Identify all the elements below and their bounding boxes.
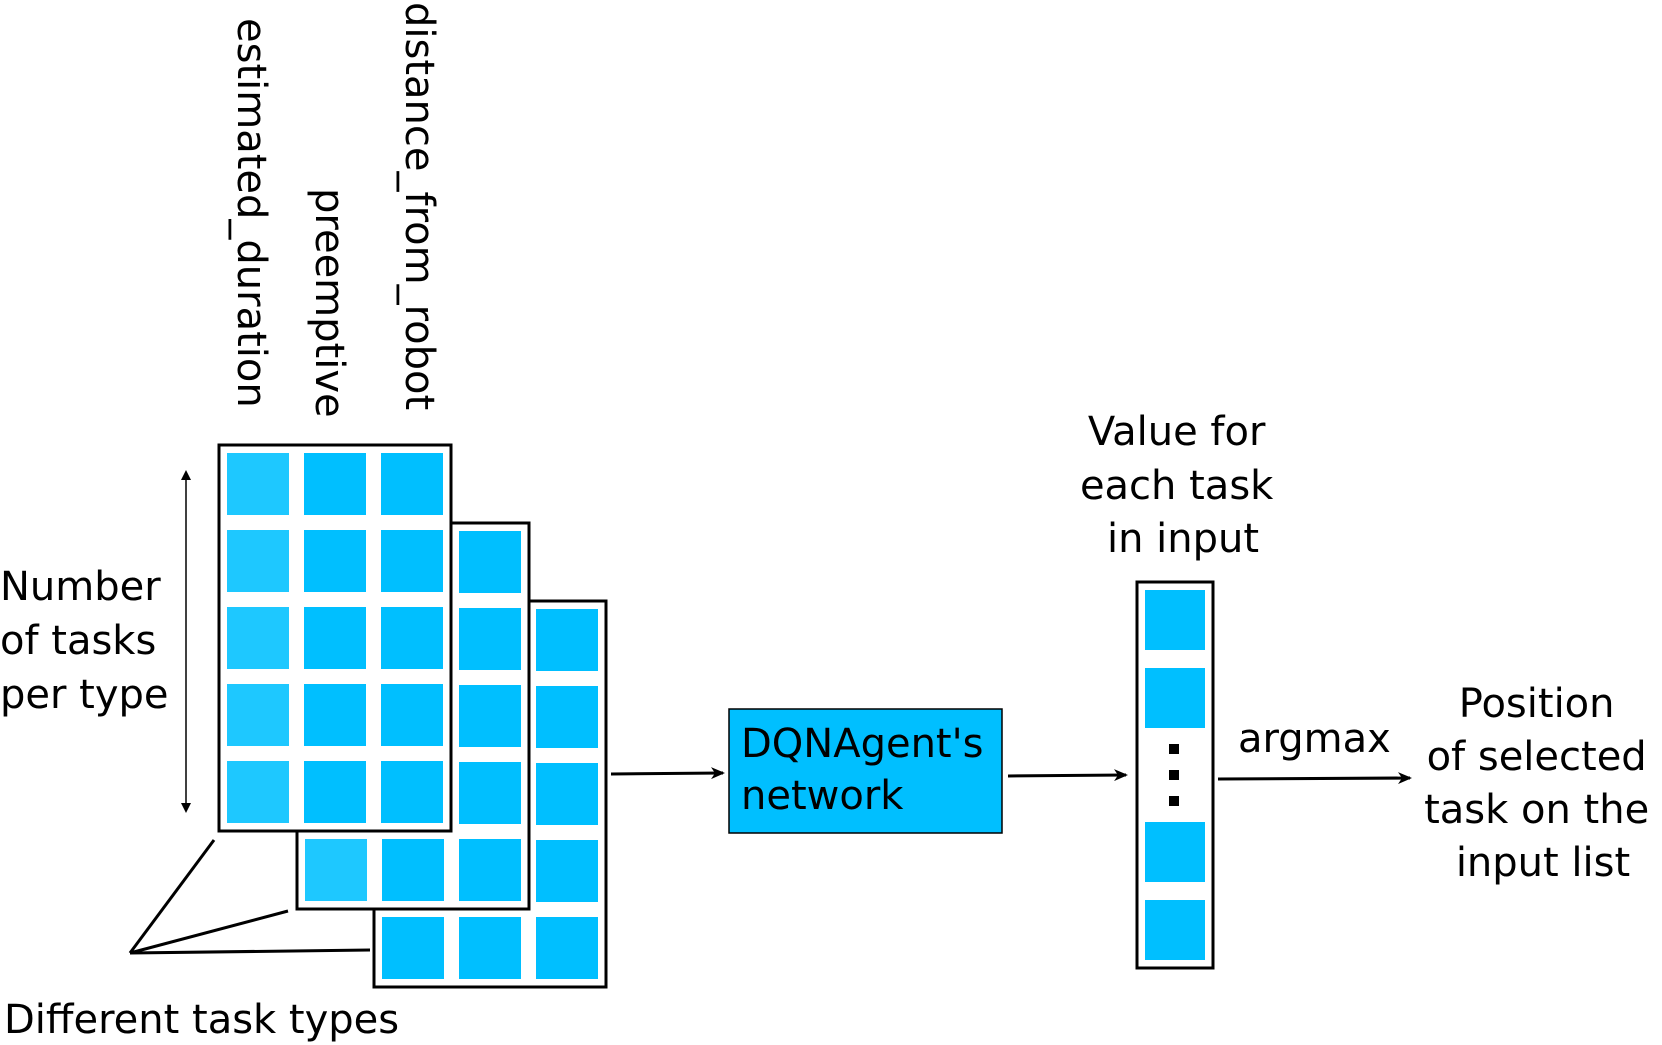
tasks-per-type-label: Number of tasks per type (0, 564, 173, 718)
task-feature-cell (381, 453, 443, 515)
task-feature-cell (536, 609, 598, 671)
task-feature-cell (227, 684, 289, 746)
task-feature-cell (459, 839, 521, 901)
input-to-network-arrow (610, 767, 725, 780)
value-label: Value for each task in input (1080, 409, 1286, 562)
task-type-layer-1-cells (227, 453, 443, 823)
task-feature-cell (304, 530, 366, 592)
task-feature-cell (459, 917, 521, 979)
task-feature-cell (459, 762, 521, 824)
task-value-cell (1145, 668, 1205, 728)
task-types-pointer-lines (128, 839, 371, 955)
task-feature-cell (227, 530, 289, 592)
task-feature-cell (227, 453, 289, 515)
dqn-network-box (728, 708, 1003, 834)
feature-label-distance-from-robot: distance_from_robot (396, 2, 442, 410)
task-feature-cell (536, 917, 598, 979)
argmax-label: argmax (1238, 716, 1391, 762)
task-feature-cell (381, 684, 443, 746)
task-value-cell (1145, 590, 1205, 650)
task-feature-cell (227, 761, 289, 823)
task-feature-cell (459, 685, 521, 747)
task-feature-cell (304, 453, 366, 515)
task-feature-cell (227, 607, 289, 669)
task-feature-cell (382, 839, 444, 901)
dqn-network-label: DQNAgent's network (741, 721, 996, 819)
task-feature-cell (536, 840, 598, 902)
task-feature-cell (459, 608, 521, 670)
task-feature-cell (304, 761, 366, 823)
task-feature-cell (382, 917, 444, 979)
feature-label-preemptive: preemptive (306, 188, 352, 418)
feature-label-estimated-duration: estimated_duration (228, 18, 274, 408)
task-feature-cell (381, 607, 443, 669)
task-feature-cell (381, 761, 443, 823)
selected-position-label: Position of selected task on the input l… (1424, 681, 1662, 886)
argmax-arrow (1217, 772, 1412, 785)
task-value-cell (1145, 900, 1205, 960)
value-ellipsis (1169, 744, 1179, 806)
task-feature-cell (304, 684, 366, 746)
task-feature-cell (459, 531, 521, 593)
task-value-cell (1145, 822, 1205, 882)
task-feature-cell (536, 686, 598, 748)
network-to-values-arrow (1007, 769, 1128, 782)
value-vector-cells (1145, 590, 1205, 960)
task-feature-cell (305, 839, 367, 901)
task-feature-cell (304, 607, 366, 669)
task-feature-cell (536, 763, 598, 825)
task-feature-cell (381, 530, 443, 592)
different-task-types-label: Different task types (4, 997, 399, 1043)
